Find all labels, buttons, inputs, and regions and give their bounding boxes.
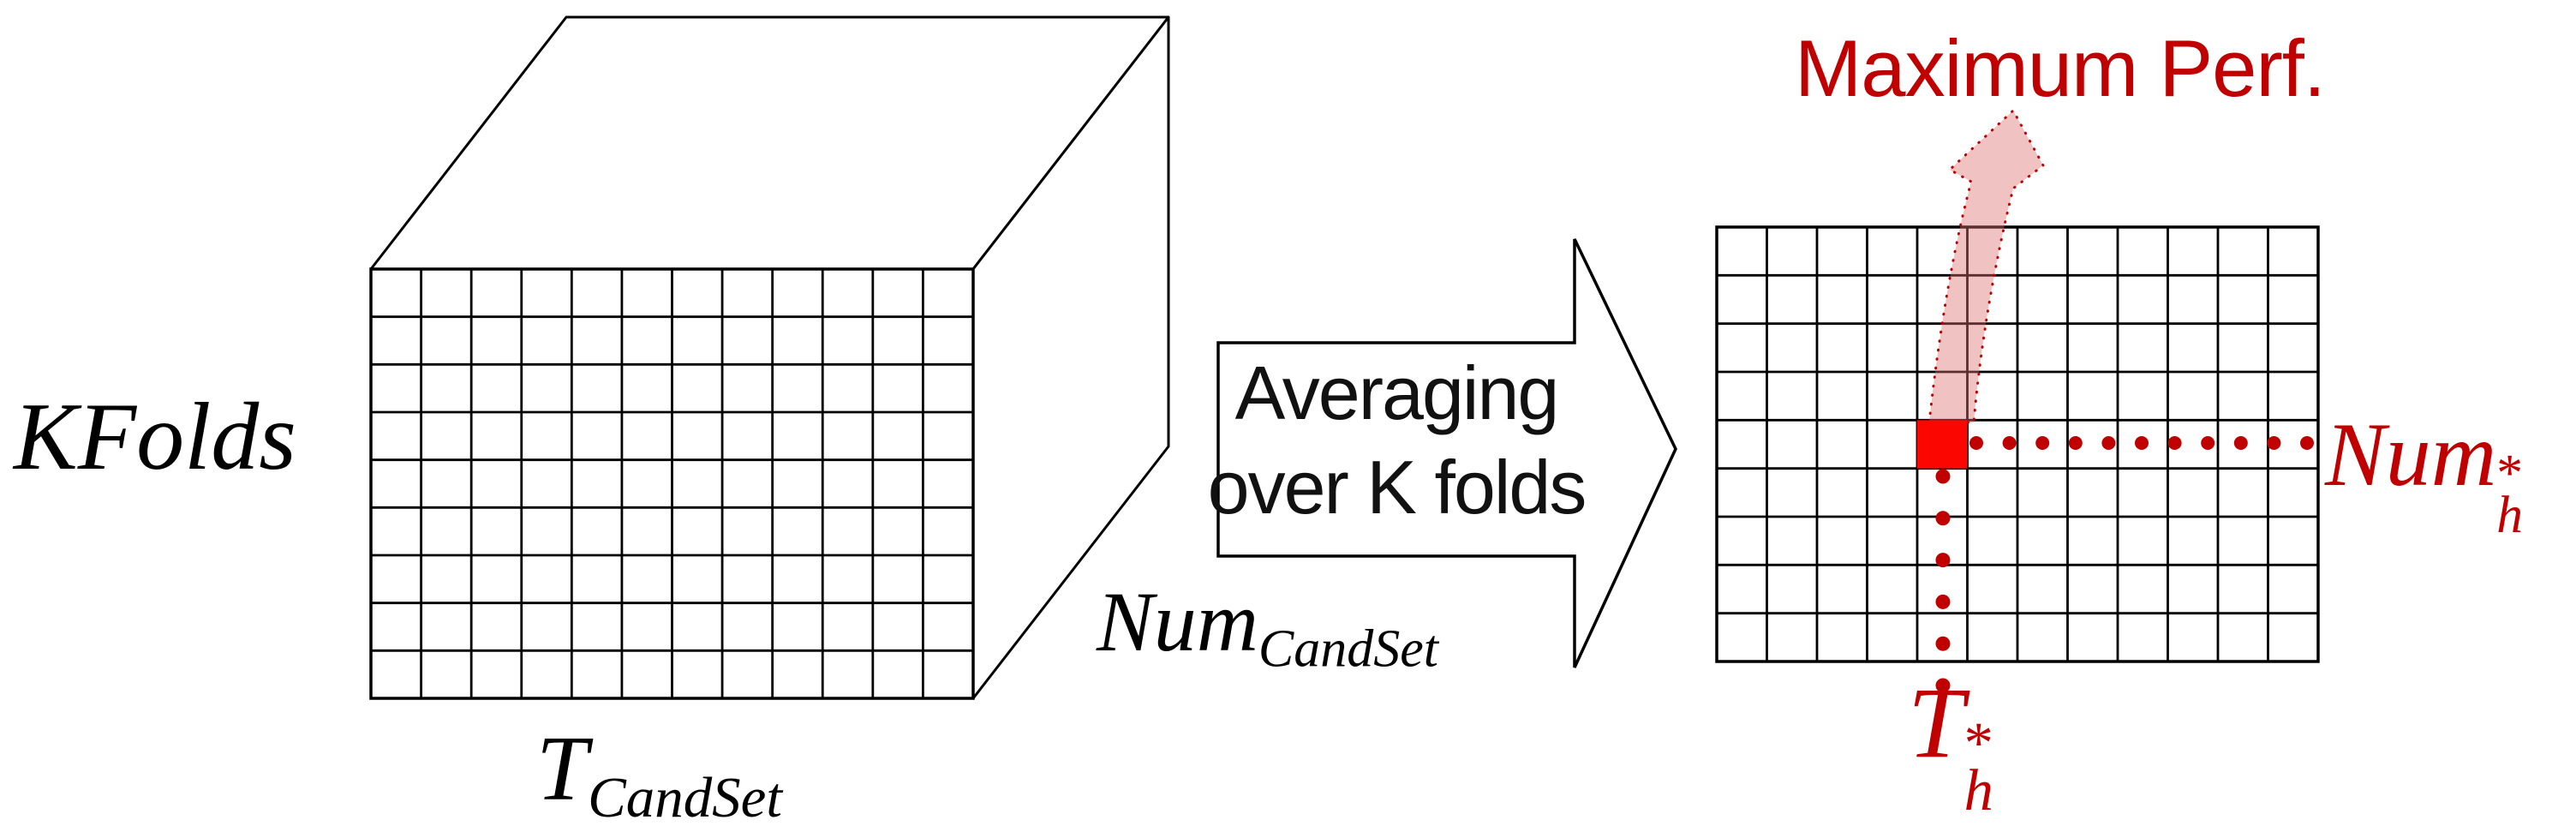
h-dot: [2267, 436, 2281, 450]
numcandset-subscript: CandSet: [1258, 620, 1439, 679]
averaging-arrow-text: Averaging over K folds: [1148, 346, 1645, 535]
v-dot: [1935, 469, 1951, 484]
averaging-arrow-text-line1: Averaging: [1234, 350, 1560, 435]
highlight-cell: [1917, 420, 1968, 469]
v-dot: [1935, 553, 1951, 568]
cube-kfolds-label: KFolds: [14, 384, 296, 490]
averaging-block-arrow: [1216, 238, 1677, 668]
t-h-superscript: *: [1963, 709, 1993, 775]
maximum-perf-arrow: [1928, 109, 2045, 424]
t-h-base: T: [1908, 667, 1964, 779]
h-dot: [2035, 436, 2050, 450]
t-h-star-label: T*h: [1908, 665, 1993, 819]
cube-numcandset-label: NumCandSet: [1097, 572, 1438, 679]
v-dot: [1935, 636, 1951, 651]
h-dot: [2068, 436, 2083, 450]
h-dot: [2167, 436, 2182, 450]
numcandset-base: Num: [1097, 574, 1258, 669]
v-dot: [1935, 594, 1951, 609]
h-dot: [1969, 436, 1983, 450]
v-dot: [1935, 511, 1951, 526]
v-dot: [1935, 678, 1951, 693]
num-h-subscript: h: [2496, 486, 2523, 545]
h-dot: [2201, 436, 2215, 450]
averaging-arrow-text-line2: over K folds: [1207, 445, 1587, 530]
t-h-scripts: *h: [1963, 709, 1993, 823]
t-h-subscript: h: [1963, 757, 1993, 823]
num-h-superscript: *: [2496, 444, 2523, 503]
num-h-scripts: *h: [2496, 444, 2523, 545]
h-dot: [2002, 436, 2017, 450]
num-h-star-label: Num*h: [2325, 403, 2523, 542]
h-dot: [2300, 436, 2314, 450]
h-dot: [2233, 436, 2248, 450]
maximum-perf-label: Maximum Perf.: [1795, 23, 2326, 113]
tcandset-subscript: CandSet: [588, 766, 782, 830]
tcandset-base: T: [536, 718, 589, 820]
num-h-base: Num: [2325, 404, 2497, 505]
cube-tcandset-label: TCandSet: [536, 716, 782, 829]
h-dot: [2135, 436, 2149, 450]
h-dot: [2101, 436, 2116, 450]
